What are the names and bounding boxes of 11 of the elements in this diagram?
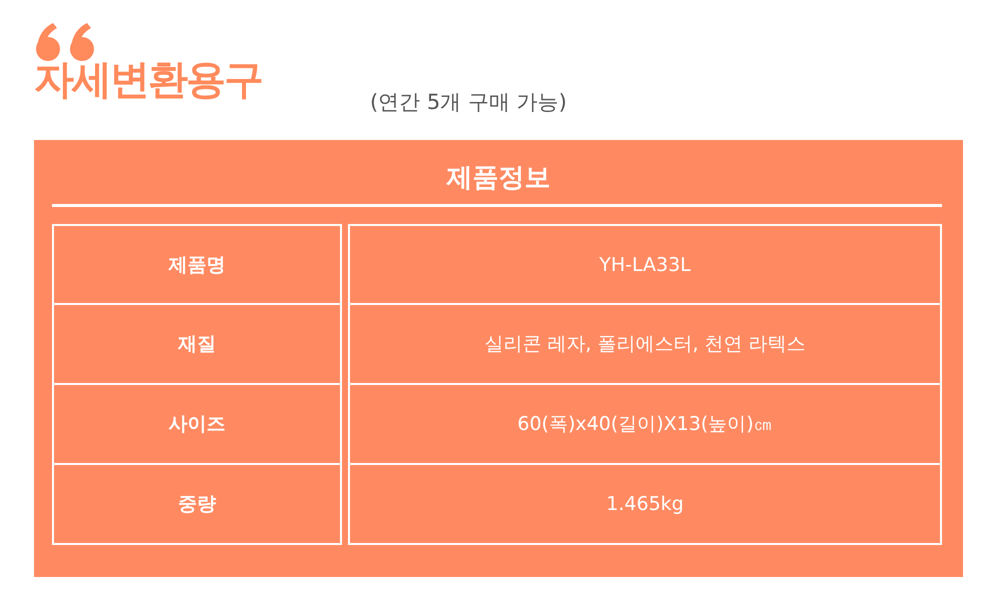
table-cell: YH-LA33L: [348, 224, 942, 305]
table-cell: 실리콘 레자, 폴리에스터, 천연 라텍스: [348, 305, 942, 385]
table-cell: 1.465kg: [348, 465, 942, 545]
table-header-cell: 재질: [52, 305, 342, 385]
table-header-cell: 사이즈: [52, 385, 342, 465]
subtitle: (연간 5개 구매 가능): [370, 89, 567, 116]
table-header-cell: 중량: [52, 465, 342, 545]
table-header-cell: 제품명: [52, 224, 342, 305]
title: 자세변환용구: [34, 56, 262, 104]
table-cell: 60(폭)x40(길이)X13(높이)㎝: [348, 385, 942, 465]
panel-heading: 제품정보: [446, 163, 550, 193]
